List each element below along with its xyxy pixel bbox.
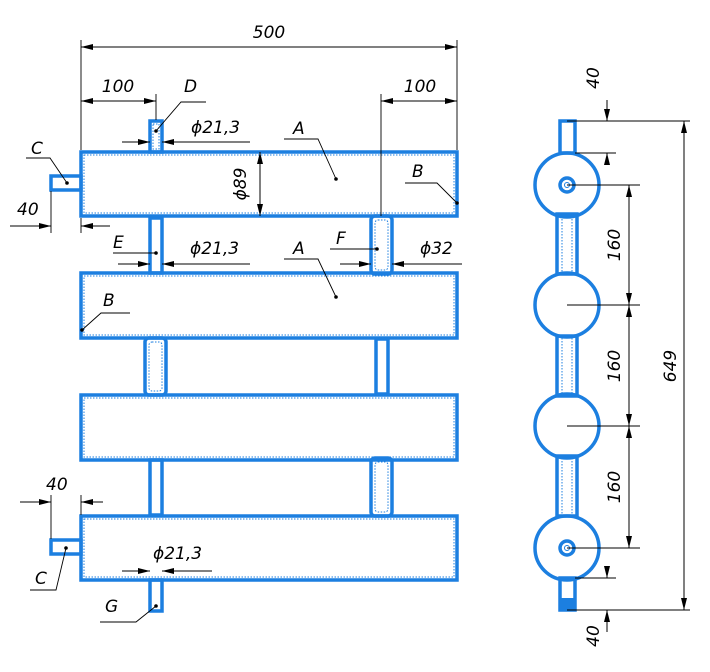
dim-inlet-top: 40 — [10, 191, 110, 233]
side-connectors — [555, 212, 579, 518]
pipe-left-low — [148, 458, 164, 517]
dim-side-pitch-1-text: 160 — [605, 229, 625, 261]
dim-pipe-mid-text: ϕ21,3 — [190, 239, 239, 259]
leader-g: G — [100, 597, 158, 623]
dim-offset-left: 100 — [81, 77, 157, 120]
tube-1 — [79, 150, 459, 218]
dim-offset-right-text: 100 — [404, 77, 436, 97]
pipe-e-left — [148, 216, 164, 275]
leader-d: D — [154, 77, 206, 133]
dim-side-bottom: 40 — [584, 566, 610, 647]
dim-side-top: 40 — [584, 67, 610, 165]
dim-side-total: 649 — [661, 121, 687, 610]
tube-4 — [79, 514, 459, 582]
pipe-right-mid — [374, 337, 390, 396]
label-a2: A — [292, 239, 305, 259]
dim-tube: ϕ89 — [231, 152, 263, 216]
dim-offset-left-text: 100 — [102, 77, 134, 97]
dim-side-bottom-text: 40 — [584, 625, 604, 647]
front-view: 500 100 100 D ϕ21,3 — [10, 23, 462, 623]
pipe-left-mid — [143, 336, 168, 397]
dim-side-top-text: 40 — [584, 67, 604, 89]
dim-pipe-bottom: ϕ21,3 — [122, 544, 212, 574]
dim-inlet-bottom-text: 40 — [46, 475, 68, 495]
dim-inlet-bottom: 40 — [20, 475, 103, 539]
leader-c2: C — [30, 546, 68, 591]
dim-side-pitch-3: 160 — [605, 426, 632, 548]
label-c1: C — [31, 139, 43, 159]
dim-pipe-bottom-text: ϕ21,3 — [153, 544, 202, 564]
dim-connector-text: ϕ32 — [420, 239, 453, 259]
dim-side-pitch-1: 160 — [605, 185, 632, 305]
dim-pipe-top-text: ϕ21,3 — [191, 118, 240, 138]
tube-3 — [79, 393, 459, 462]
leader-a1: A — [284, 119, 338, 181]
leader-a2: A — [284, 239, 338, 299]
leader-b1: B — [405, 162, 459, 205]
dim-side-pitch-3-text: 160 — [605, 471, 625, 503]
dim-overall-width-text: 500 — [253, 23, 285, 43]
pipe-right-low — [369, 456, 394, 518]
tube-2 — [79, 271, 459, 340]
dim-pipe-top: ϕ21,3 — [122, 118, 250, 145]
dim-connector: ϕ32 — [340, 239, 462, 267]
side-view: 40 160 160 160 649 40 — [533, 67, 690, 647]
label-g: G — [105, 597, 118, 617]
pipe-f-connector — [369, 214, 394, 276]
label-a1: A — [292, 119, 305, 139]
dim-inlet-top-text: 40 — [17, 200, 39, 220]
label-f: F — [336, 229, 346, 249]
leader-c1: C — [26, 139, 69, 185]
leader-e: E — [113, 233, 158, 255]
dim-side-pitch-2-text: 160 — [605, 350, 625, 382]
label-b1: B — [412, 162, 424, 182]
label-e: E — [113, 233, 124, 253]
dim-side-pitch-2: 160 — [605, 305, 632, 426]
dim-tube-text: ϕ89 — [231, 168, 251, 201]
side-top-stub — [558, 119, 577, 155]
dim-pipe-mid: ϕ21,3 — [118, 239, 250, 267]
label-d: D — [184, 77, 197, 97]
label-c2: C — [35, 569, 47, 589]
dim-offset-right: 100 — [380, 77, 457, 216]
label-b2: B — [103, 291, 115, 311]
side-extension-lines — [567, 120, 690, 611]
leader-f: F — [330, 229, 379, 251]
dim-overall-width: 500 — [80, 23, 458, 150]
dim-side-total-text: 649 — [661, 350, 681, 382]
leader-b2: B — [80, 291, 130, 332]
side-bottom-hatch — [561, 598, 574, 609]
